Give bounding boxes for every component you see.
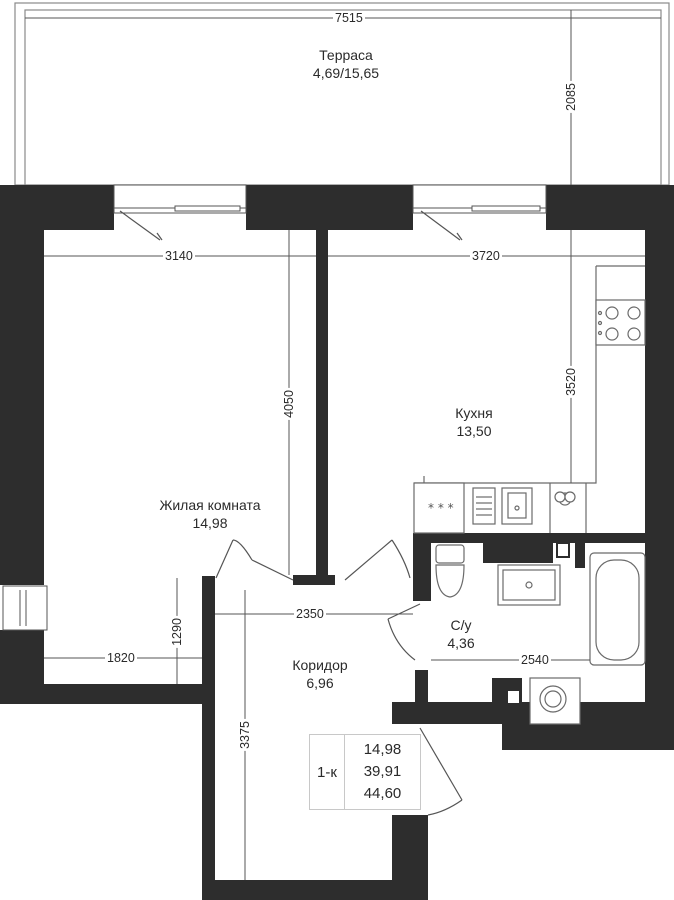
bathroom-fixtures xyxy=(435,544,646,725)
room-area: 6,96 xyxy=(306,675,334,691)
total-area-value: 39,91 xyxy=(363,763,402,780)
window-sashes xyxy=(119,210,463,241)
dim-corridor-depth: 3375 xyxy=(237,719,252,751)
dim-corridor-width: 2350 xyxy=(294,607,326,621)
dim-living-depth: 4050 xyxy=(281,388,296,420)
living-area-value: 14,98 xyxy=(363,741,402,758)
dim-terrace-depth: 2085 xyxy=(563,81,578,113)
svg-text:* * *: * * * xyxy=(428,501,454,515)
room-area: 4,69/15,65 xyxy=(312,65,380,81)
apartment-type: 1-к xyxy=(310,735,345,809)
room-area: 4,36 xyxy=(447,635,475,651)
room-name: Жилая комната xyxy=(159,497,261,513)
area-summary: 1-к 14,98 39,91 44,60 xyxy=(309,734,421,810)
room-terrace: Терраса 4,69/15,65 xyxy=(313,46,379,82)
dim-living-width: 3140 xyxy=(163,249,195,263)
room-name: Кухня xyxy=(455,405,493,421)
dim-living-bottom: 1820 xyxy=(105,651,137,665)
dim-living-lower: 1290 xyxy=(169,616,184,648)
room-kitchen: Кухня 13,50 xyxy=(455,404,492,440)
area-values: 14,98 39,91 44,60 xyxy=(345,735,420,809)
room-bath: С/у 4,36 xyxy=(447,616,474,652)
room-corridor: Коридор 6,96 xyxy=(292,656,347,692)
room-living: Жилая комната 14,98 xyxy=(159,496,260,532)
dim-kitchen-width: 3720 xyxy=(470,249,502,263)
room-name: Терраса xyxy=(319,47,373,63)
room-area: 14,98 xyxy=(192,515,228,531)
doors xyxy=(215,539,463,816)
windows xyxy=(2,184,547,631)
kitchen-fixtures: * * * xyxy=(413,265,646,534)
dim-terrace-width: 7515 xyxy=(333,11,365,25)
walls xyxy=(0,185,674,900)
room-name: Коридор xyxy=(292,657,348,673)
total-with-terrace-value: 44,60 xyxy=(363,785,402,802)
room-area: 13,50 xyxy=(456,423,492,439)
room-name: С/у xyxy=(450,617,472,633)
dim-bath-width: 2540 xyxy=(519,653,551,667)
dim-kitchen-depth: 3520 xyxy=(563,366,578,398)
